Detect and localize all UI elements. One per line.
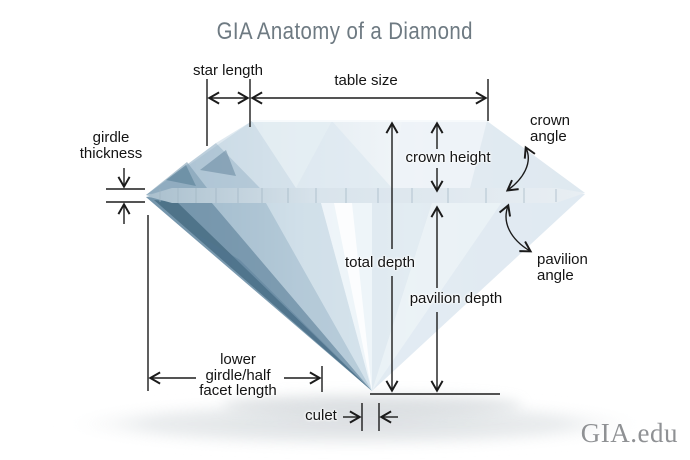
label-culet: culet — [305, 407, 337, 424]
crown-angle-arc — [505, 145, 536, 192]
label-pavilion-angle: pavilion angle — [537, 251, 588, 284]
page-title-text: GIA Anatomy of a Diamond — [216, 18, 474, 45]
diamond-girdle — [146, 188, 585, 203]
pavilion-angle-arc — [498, 203, 533, 253]
label-crown-angle: crown angle — [530, 112, 571, 145]
label-pavilion-depth: pavilion depth — [409, 290, 503, 307]
diamond-crown — [146, 120, 585, 195]
label-table-size: table size — [334, 72, 398, 89]
label-lower-girdle-half-facet-length: lower girdle/half facet length — [199, 351, 277, 399]
label-crown-height: crown height — [405, 149, 491, 166]
page-title: GIA Anatomy of a Diamond — [0, 18, 690, 46]
measurement-lines — [106, 79, 536, 431]
label-girdle-thickness: girdle thickness — [79, 129, 143, 162]
label-total-depth: total depth — [344, 254, 416, 271]
gia-edu-watermark: GIA.edu — [580, 418, 678, 448]
label-star-length: star length — [192, 62, 264, 79]
diamond-reflection — [55, 394, 655, 448]
